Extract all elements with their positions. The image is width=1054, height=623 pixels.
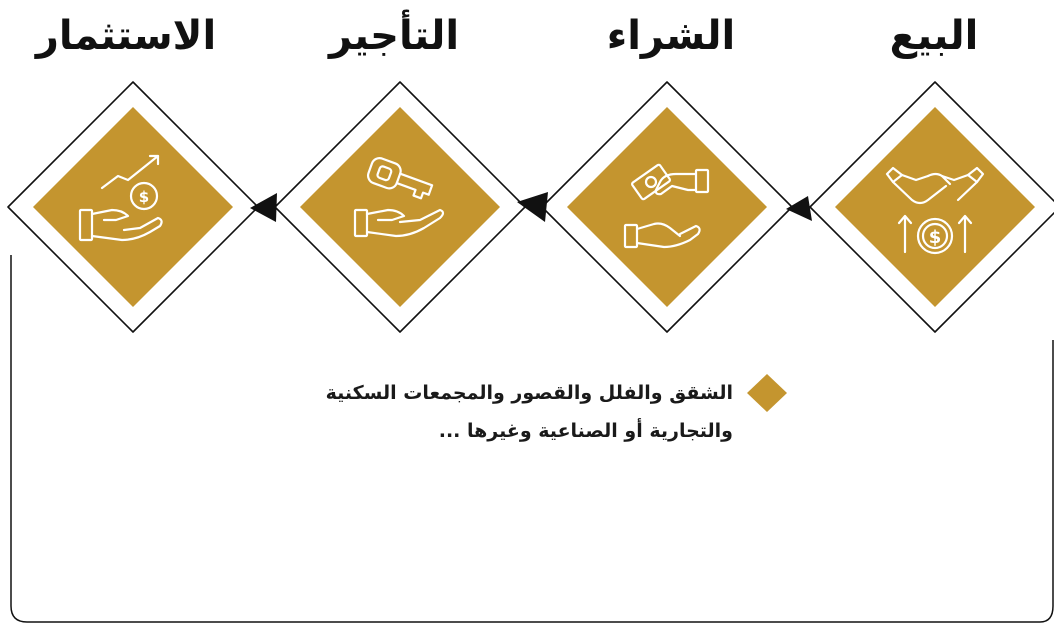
investment-growth-icon: $: [78, 154, 163, 242]
step-sale-outline: [809, 81, 1054, 333]
step-purchase: [541, 81, 793, 333]
handshake-money-icon: $: [885, 166, 985, 255]
key-hand-icon: [353, 157, 445, 238]
svg-text:$: $: [929, 227, 942, 248]
svg-text:$: $: [139, 188, 149, 206]
content-frame: [10, 255, 1054, 623]
step-sale-diamond: [835, 107, 1035, 307]
step-rental-diamond: [300, 107, 500, 307]
step-title-purchase: الشراء: [606, 13, 736, 59]
step-title-rental: التأجير: [328, 13, 460, 59]
step-rental: [274, 81, 526, 333]
step-investment-outline: [7, 81, 259, 333]
money-exchange-hands-icon: [623, 163, 710, 249]
flow-arrow-2: [517, 192, 548, 222]
step-sale: $: [809, 81, 1054, 333]
flow-arrow-3: [250, 193, 277, 222]
step-purchase-diamond: [567, 107, 767, 307]
description-line-1: الشقق والفلل والقصور والمجمعات السكنية: [325, 382, 733, 404]
step-title-investment: الاستثمار: [35, 13, 217, 59]
step-investment: $: [7, 81, 259, 333]
description-line-2: والتجارية أو الصناعية وغيرها ...: [438, 420, 733, 442]
flow-arrow-1: [786, 196, 812, 221]
description: الشقق والفلل والقصور والمجمعات السكنية و…: [150, 374, 733, 450]
step-investment-diamond: [33, 107, 233, 307]
diamond-bullet-icon: [747, 374, 787, 412]
step-title-sale: البيع: [889, 13, 979, 59]
step-purchase-outline: [541, 81, 793, 333]
step-rental-outline: [274, 81, 526, 333]
